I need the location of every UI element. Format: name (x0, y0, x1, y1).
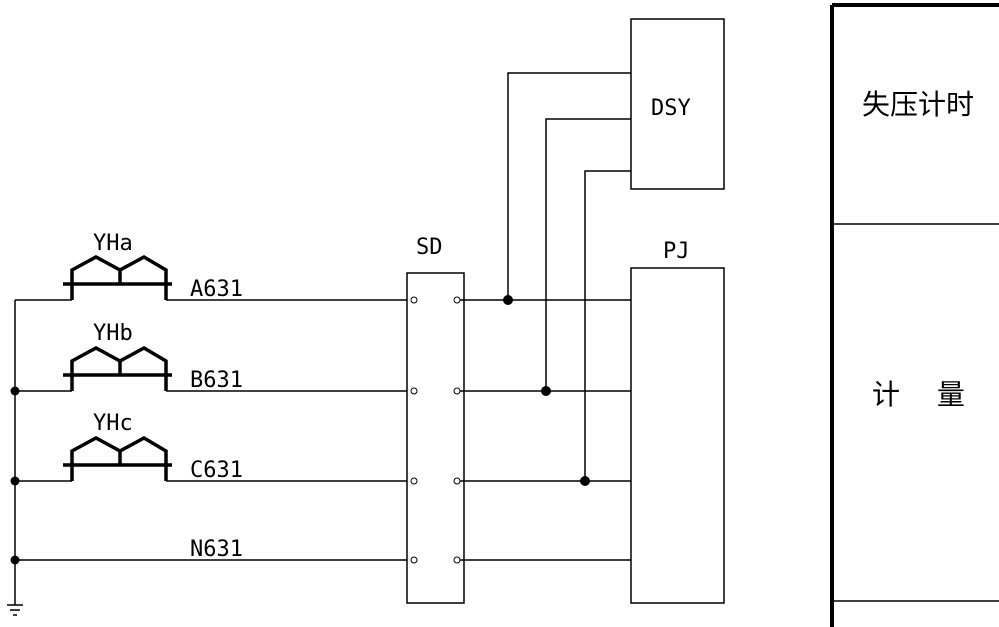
coil-yhb-label: YHb (93, 321, 133, 346)
junction-dot (580, 476, 590, 486)
ground-symbol (7, 604, 23, 616)
coil-yha (15, 254, 407, 301)
dsy-label: DSY (651, 96, 691, 121)
panel-voltage-loss-timer-label: 失压计时 (862, 88, 974, 121)
sd-terminals (410, 296, 461, 564)
coil-yha-label: YHa (93, 231, 133, 256)
coil-yhc (15, 435, 407, 482)
sd-label: SD (416, 235, 443, 260)
branch-a-to-dsy (507, 72, 631, 300)
wire-b631-label: B631 (190, 368, 243, 393)
coil-yhc-label: YHc (93, 411, 133, 436)
branch-c-to-dsy (584, 170, 631, 481)
pj-box (630, 267, 725, 604)
branch-b-to-dsy (545, 118, 631, 391)
coil-yhb (15, 345, 407, 392)
sd-switch-box (406, 272, 465, 604)
panel-metering-label: 计 量 (872, 378, 979, 411)
pj-label: PJ (663, 239, 690, 264)
junction-dot (541, 386, 551, 396)
wire-c631-label: C631 (190, 458, 243, 483)
dsy-box (630, 18, 725, 190)
junction-dot (503, 295, 513, 305)
wire-a631-label: A631 (190, 277, 243, 302)
wire-n631-label: N631 (190, 537, 243, 562)
